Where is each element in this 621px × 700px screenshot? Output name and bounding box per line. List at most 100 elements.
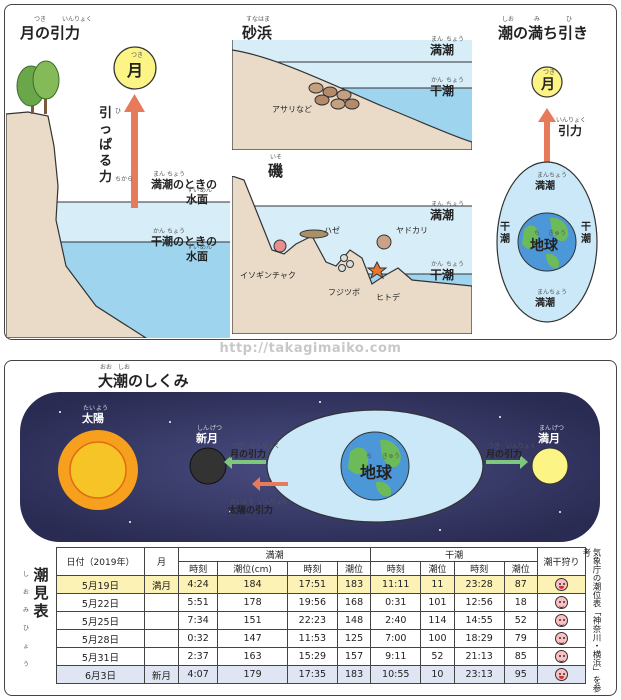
- ruby: いんりょく: [258, 499, 289, 506]
- table-cell-l1l: 101: [420, 593, 455, 612]
- ruby: ちょう: [167, 228, 186, 235]
- side-ruby: しおみひょう: [22, 571, 29, 668]
- starfish-icon: [366, 260, 388, 280]
- moon-gravity-label-left: 月の引力: [230, 450, 267, 460]
- ruby: めん: [200, 244, 213, 251]
- col-moon: 月: [144, 547, 179, 576]
- ruby: ちょう: [446, 77, 465, 84]
- table-cell-date: 5月22日: [56, 593, 145, 612]
- ruby: まん: [153, 171, 166, 178]
- ebb-high-top: 満潮: [535, 181, 555, 192]
- rock-shore: [232, 176, 472, 334]
- pull-arrow-head: [124, 94, 145, 112]
- col-high-label: 満潮: [265, 551, 284, 561]
- table-cell-moon: [144, 647, 179, 666]
- table-cell-h2t: 22:23: [286, 611, 338, 630]
- moon-label: 月: [541, 77, 555, 93]
- ruby: つき: [34, 16, 47, 23]
- ruby: まん: [431, 201, 444, 208]
- col-moon-label: 月: [156, 558, 166, 568]
- table-cell-h2t: 17:35: [286, 665, 338, 684]
- clam-icon: [322, 86, 338, 98]
- table-cell-l1t: 7:00: [370, 629, 422, 648]
- ebb-high-bottom: 満潮: [535, 298, 555, 309]
- sub-level: 潮位: [503, 561, 539, 576]
- table-cell-date: 5月28日: [56, 629, 145, 648]
- ruby: つき: [232, 443, 245, 450]
- smile-face-icon: [555, 632, 568, 645]
- full-moon-icon: [531, 447, 569, 485]
- table-cell-l1l: 11: [420, 575, 455, 594]
- table-cell-moon: [144, 629, 179, 648]
- table-cell-date: 5月25日: [56, 611, 145, 630]
- earth-label: 地球: [360, 463, 393, 482]
- ruby: いんりょく: [556, 117, 587, 124]
- new-moon-label: 新月: [196, 432, 218, 445]
- col-low-label: 干潮: [445, 551, 464, 561]
- beach-low-tide-label: 干潮: [430, 84, 455, 98]
- ruby: たいよう: [230, 499, 254, 506]
- table-cell-h1t: 5:51: [177, 593, 219, 612]
- clam-icon: [336, 89, 352, 101]
- sub-level: 潮位: [420, 561, 455, 576]
- table-cell-h2t: 19:56: [286, 593, 338, 612]
- ruby: かん: [153, 228, 166, 235]
- table-cell-moon: [144, 611, 179, 630]
- table-cell-l2t: 23:13: [453, 665, 505, 684]
- cliff: [6, 111, 148, 338]
- smile-face-icon: [555, 614, 568, 627]
- smile-face-icon: [555, 650, 568, 663]
- table-cell-hunt: [537, 647, 586, 666]
- rock-high-tide-label: 満潮: [430, 208, 455, 222]
- beach-high-tide-label: 満潮: [430, 43, 455, 57]
- table-cell-date: 5月19日: [56, 575, 145, 594]
- rocky-shore-scene: [232, 176, 472, 334]
- gravity-arrow-shaft: [544, 120, 550, 168]
- hermit-crab-label: ヤドカリ: [396, 226, 428, 235]
- smile-face-icon: [555, 578, 568, 591]
- ruby: ちょう: [446, 261, 465, 268]
- source-note: 気象庁の潮位表「神奈川・横浜」を参考: [581, 548, 601, 693]
- ruby: すなはま: [246, 16, 271, 23]
- table-cell-h1l: 151: [217, 611, 288, 630]
- table-cell-l2t: 12:56: [453, 593, 505, 612]
- ruby: ちょう: [446, 36, 465, 43]
- clam-icon: [330, 98, 346, 110]
- table-cell-h1t: 0:32: [177, 629, 219, 648]
- table-cell-l1l: 100: [420, 629, 455, 648]
- table-cell-h2l: 148: [336, 611, 372, 630]
- col-hunt: 潮干狩り: [537, 547, 586, 576]
- ruby: しん: [197, 425, 210, 432]
- ruby: いそ: [270, 154, 283, 161]
- gravity-arrow-head: [538, 108, 556, 122]
- table-cell-hunt: [537, 611, 586, 630]
- sand-slope: [232, 40, 472, 150]
- goby-label: ハゼ: [324, 226, 340, 235]
- ebb-low-left: 干潮: [500, 222, 510, 245]
- ruby: つき: [488, 443, 501, 450]
- ruby: げつ: [210, 425, 223, 432]
- ruby: ちょう: [549, 172, 568, 179]
- table-cell-h2t: 11:53: [286, 629, 338, 648]
- ruby: み: [534, 16, 541, 23]
- low-tide-label: 干潮のときの: [151, 235, 217, 248]
- pull-arrow-shaft: [131, 110, 138, 208]
- new-moon-icon: [189, 447, 227, 485]
- table-cell-moon: 満月: [144, 575, 179, 594]
- moon-gravity-label-right: 月の引力: [486, 450, 523, 460]
- ruby: まん: [537, 289, 550, 296]
- table-cell-l1l: 52: [420, 647, 455, 666]
- ruby: ち: [366, 453, 373, 460]
- clam-icon: [344, 98, 360, 110]
- col-high: 満潮: [177, 547, 372, 562]
- sub-time: 時刻: [453, 561, 505, 576]
- table-cell-l2t: 18:29: [453, 629, 505, 648]
- ebb-low-right: 干潮: [581, 222, 591, 245]
- table-cell-h1t: 4:24: [177, 575, 219, 594]
- ruby: すい: [187, 187, 200, 194]
- col-low: 干潮: [370, 547, 538, 562]
- sub-time: 時刻: [177, 561, 219, 576]
